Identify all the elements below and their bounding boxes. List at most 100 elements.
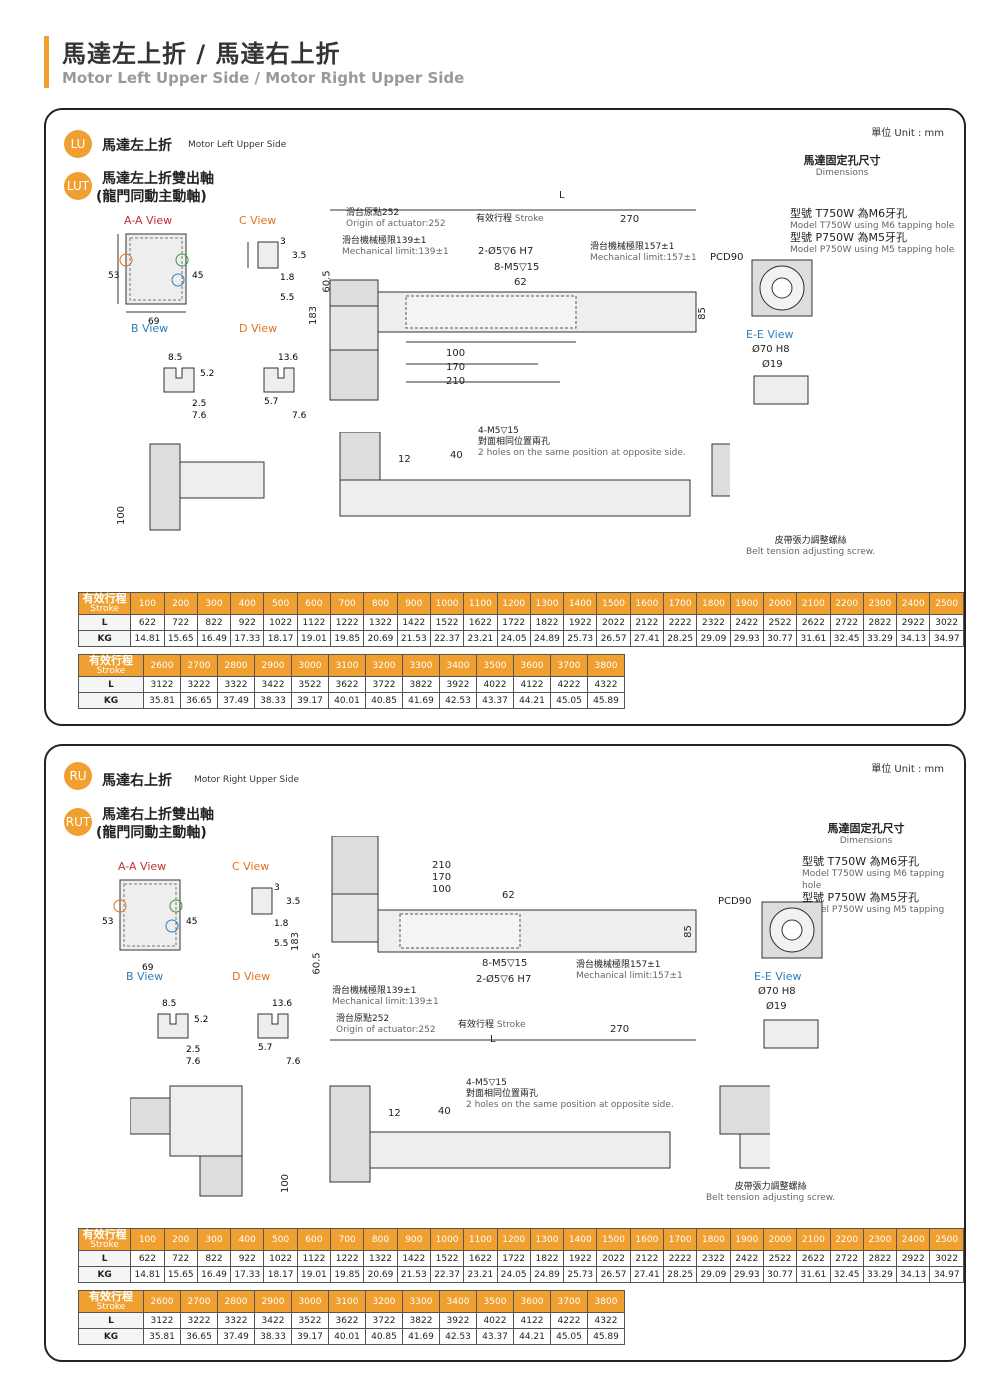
b-dim-52: 5.2 xyxy=(200,369,214,379)
table-cell: 722 xyxy=(163,1250,198,1267)
table-cell: 2822 xyxy=(862,1250,898,1267)
dim-100: 100 xyxy=(446,348,466,359)
table-cell: 1600 xyxy=(629,1228,665,1251)
table-cell: 3800 xyxy=(587,1290,625,1313)
table-cell: 45.89 xyxy=(587,692,625,709)
table-cell: 2100 xyxy=(796,592,831,615)
table-cell: 200 xyxy=(163,1228,198,1251)
section-title-lu-en: Motor Left Upper Side xyxy=(188,140,287,150)
section-views-drawing: 53 69 45 3 3.5 1.8 5.5 8.5 5.2 2.5 7.6 1… xyxy=(102,879,301,1067)
table-cell: 3400 xyxy=(439,654,477,677)
d-dim-136: 13.6 xyxy=(278,353,298,363)
table-cell: 34.13 xyxy=(896,630,931,647)
table-cell: 26.57 xyxy=(596,1266,631,1283)
table-cell: 33.29 xyxy=(862,630,898,647)
table-cell: 1800 xyxy=(696,1228,731,1251)
table-cell: 30.77 xyxy=(762,630,798,647)
table-cell: 40.85 xyxy=(365,692,403,709)
table-cell: 16.49 xyxy=(196,1266,232,1283)
table-cell: 1122 xyxy=(296,1250,332,1267)
d-view-label: D View xyxy=(232,970,271,983)
table-cell: 35.81 xyxy=(143,692,181,709)
table-cell: 1222 xyxy=(330,614,365,631)
section-title-lut-sub: (龍門同動主動軸) xyxy=(96,189,207,205)
main-top-drawing xyxy=(329,209,697,401)
table-cell: 4022 xyxy=(476,1312,514,1329)
table-cell: 1900 xyxy=(729,592,764,615)
table-cell: 23.21 xyxy=(463,1266,498,1283)
table-cell: 19.01 xyxy=(296,1266,332,1283)
table-cell: 1400 xyxy=(563,592,598,615)
table-cell: 31.61 xyxy=(796,1266,831,1283)
table-cell: 400 xyxy=(230,1228,265,1251)
d-dim-76: 7.6 xyxy=(286,1057,301,1067)
table-cell: 24.89 xyxy=(529,1266,565,1283)
c-dim-3: 3 xyxy=(280,237,286,247)
table-cell: 3600 xyxy=(513,654,551,677)
table-cell: 30.77 xyxy=(762,1266,798,1283)
table-cell: 44.21 xyxy=(513,692,551,709)
section-title-lut: 馬達左上折雙出軸 xyxy=(102,171,214,187)
table-cell: 1622 xyxy=(463,614,498,631)
table-cell: 3700 xyxy=(550,1290,588,1313)
table-cell: 1322 xyxy=(363,614,398,631)
ee-view-drawing xyxy=(761,901,823,1049)
table-cell: 2722 xyxy=(829,614,864,631)
table-cell: 1200 xyxy=(496,592,531,615)
table-cell: 1622 xyxy=(463,1250,498,1267)
section-title-rut-sub: (龍門同動主動軸) xyxy=(96,825,207,841)
table-cell: 722 xyxy=(163,614,198,631)
panel-left-upper: 單位 Unit : mm LU 馬達左上折 Motor Left Upper S… xyxy=(44,108,966,726)
table-cell: 22.37 xyxy=(429,1266,465,1283)
table-cell: 1222 xyxy=(330,1250,365,1267)
table-cell: 622 xyxy=(130,614,165,631)
table-cell: 3222 xyxy=(180,676,218,693)
table-cell: 3622 xyxy=(328,676,366,693)
table-cell: 2200 xyxy=(829,1228,864,1251)
b-dim-76: 7.6 xyxy=(186,1057,201,1067)
table-cell: 1322 xyxy=(363,1250,398,1267)
c-dim-18: 1.8 xyxy=(274,919,289,929)
stroke-note: 有效行程 Stroke xyxy=(458,1020,526,1030)
table-cell: 3722 xyxy=(365,1312,403,1329)
lower-drawings xyxy=(149,432,730,531)
table-cell: 2500 xyxy=(929,1228,964,1251)
table-cell: 18.17 xyxy=(263,1266,298,1283)
table-cell: 3022 xyxy=(929,1250,964,1267)
dim-605: 60.5 xyxy=(311,952,323,975)
table-cell: 2122 xyxy=(629,614,665,631)
table-cell: 1800 xyxy=(696,592,731,615)
aa-dim-53: 53 xyxy=(102,917,113,927)
stroke-value: 270 xyxy=(610,1024,630,1035)
dim-605: 60.5 xyxy=(321,270,333,293)
d-dim-76: 7.6 xyxy=(292,411,307,421)
dim-62: 62 xyxy=(502,890,515,901)
aa-dim-45: 45 xyxy=(186,917,197,927)
table-cell: 1022 xyxy=(263,1250,298,1267)
table-cell: 35.81 xyxy=(143,1328,181,1345)
table-cell: 40.85 xyxy=(365,1328,403,1345)
table-cell: 33.29 xyxy=(862,1266,898,1283)
table-cell: 29.93 xyxy=(729,1266,764,1283)
dim-12: 12 xyxy=(398,454,411,465)
table-cell: 2400 xyxy=(896,592,931,615)
table-cell: 600 xyxy=(296,592,332,615)
table-cell: 3622 xyxy=(328,1312,366,1329)
table-cell: 34.97 xyxy=(929,1266,964,1283)
table-cell: 3522 xyxy=(291,1312,329,1329)
badge-lut: LUT xyxy=(64,172,92,200)
dim-12: 12 xyxy=(388,1108,401,1119)
dim-100-side: 100 xyxy=(280,1173,292,1194)
table-cell: 1200 xyxy=(496,1228,531,1251)
table-cell: 22.37 xyxy=(429,630,465,647)
table-cell: 2000 xyxy=(762,1228,798,1251)
table-cell: 2200 xyxy=(829,592,864,615)
table-cell: 900 xyxy=(396,592,431,615)
